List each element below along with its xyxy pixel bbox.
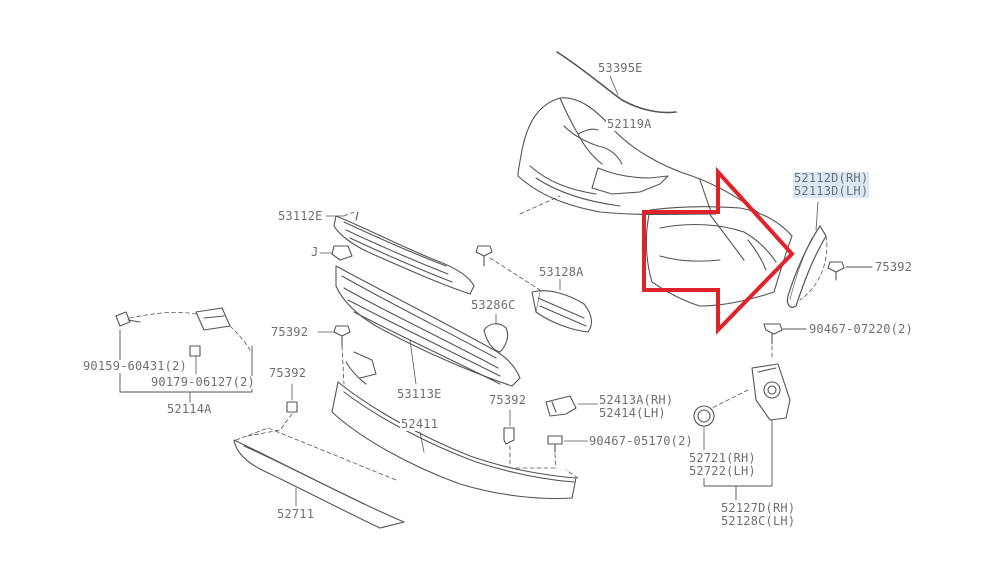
clip-75392-right [827, 261, 873, 281]
clip-small-j [331, 245, 353, 261]
nut-90179 [189, 345, 201, 357]
label-75392-right: 75392 [874, 260, 914, 274]
label-52114a: 52114A [166, 402, 213, 416]
label-75392-c: 75392 [488, 393, 528, 407]
clip-75392-c [503, 409, 515, 445]
lower-spoiler-52411 [331, 351, 577, 500]
label-52414: 52414(LH) [599, 406, 666, 420]
label-52128c: 52128C(LH) [721, 514, 796, 528]
clip-75392-a [317, 325, 351, 347]
side-molding-52112d [786, 225, 827, 308]
seal-53286c [483, 323, 509, 353]
label-52112d-52113d: 52112D(RH) 52113D(LH) [793, 171, 870, 198]
bumper-extension-52112d [645, 206, 793, 307]
upper-grille-53112e [333, 211, 475, 295]
label-90467-05170: 90467-05170(2) [588, 434, 694, 448]
label-52413a: 52413A(RH) [599, 393, 674, 407]
under-panel-52711 [233, 439, 405, 529]
label-75392-a: 75392 [270, 325, 310, 339]
label-52722: 52722(LH) [689, 464, 756, 478]
label-53286c: 53286C [470, 298, 517, 312]
label-52112d: 52112D(RH) [794, 171, 869, 185]
clip-75392-b [286, 383, 298, 413]
side-grille-53128a [531, 290, 593, 333]
label-52127d: 52127D(RH) [721, 501, 796, 515]
fog-ring-52721 [693, 405, 715, 427]
molding-strip-53395e [556, 51, 677, 114]
highlight-arrow [642, 166, 795, 335]
label-53128a: 53128A [538, 265, 585, 279]
label-90467-07220: 90467-07220(2) [808, 322, 914, 336]
bracket-52413a [545, 395, 599, 417]
label-52411: 52411 [400, 417, 440, 431]
fog-bracket-52127d [751, 363, 791, 421]
fastener-top [475, 245, 493, 267]
label-52113d: 52113D(LH) [794, 184, 869, 198]
label-90159: 90159-60431(2) [82, 359, 188, 373]
label-53112e: 53112E [277, 209, 324, 223]
label-53395e: 53395E [597, 61, 644, 75]
label-52711: 52711 [276, 507, 316, 521]
label-53113e: 53113E [396, 387, 443, 401]
label-90179: 90179-06127(2) [150, 375, 256, 389]
screw-90467-05170 [547, 435, 589, 453]
label-j: J [310, 245, 320, 259]
main-grille-53113e [335, 265, 521, 387]
bolt-90159 [115, 311, 141, 327]
clip-90467-07220 [763, 323, 807, 345]
plate-bracket-52114a [195, 307, 231, 331]
label-52119a: 52119A [606, 117, 653, 131]
label-52721-52722: 52721(RH) 52722(LH) [688, 452, 757, 478]
label-52721: 52721(RH) [689, 451, 756, 465]
label-75392-b: 75392 [268, 366, 308, 380]
label-52413a-52414: 52413A(RH) 52414(LH) [598, 393, 675, 420]
bumper-cover-52119a [517, 97, 761, 216]
label-52127d-52128c: 52127D(RH) 52128C(LH) [720, 501, 797, 528]
